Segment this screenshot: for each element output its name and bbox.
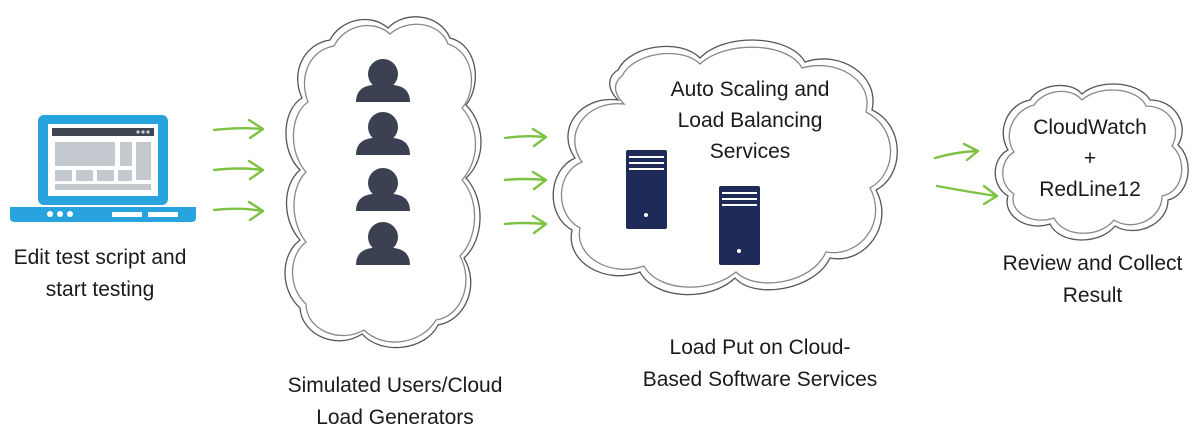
user-icons — [356, 59, 410, 265]
arrow — [212, 159, 265, 181]
server-icon — [626, 150, 667, 229]
results-inner-label: CloudWatch + RedLine12 — [1033, 116, 1147, 201]
server-icons — [626, 150, 760, 265]
arrows-to-services — [503, 127, 548, 235]
services-caption: Load Put on Cloud- Based Software Servic… — [642, 336, 878, 391]
user-icon — [356, 112, 410, 155]
results-caption: Review and Collect Result — [1002, 252, 1183, 307]
arrow — [212, 118, 265, 140]
load-generators-caption: Simulated Users/Cloud Load Generators — [287, 374, 503, 429]
results-cloud — [994, 83, 1189, 241]
arrow — [933, 142, 980, 162]
arrow — [935, 184, 999, 206]
user-icon — [356, 59, 410, 102]
arrow — [503, 214, 548, 235]
arrows-to-results — [933, 142, 999, 206]
laptop-icon — [10, 115, 196, 222]
user-icon — [356, 168, 410, 211]
services-inner-label: Auto Scaling and Load Balancing Services — [670, 78, 830, 163]
user-icon — [356, 222, 410, 265]
arrow — [212, 200, 265, 222]
services-cloud — [552, 39, 898, 296]
laptop-caption: Edit test script and start testing — [13, 246, 187, 301]
arrow — [503, 127, 548, 148]
arrows-to-load-generators — [212, 118, 265, 222]
server-icon — [719, 186, 760, 265]
arrow — [503, 170, 548, 191]
